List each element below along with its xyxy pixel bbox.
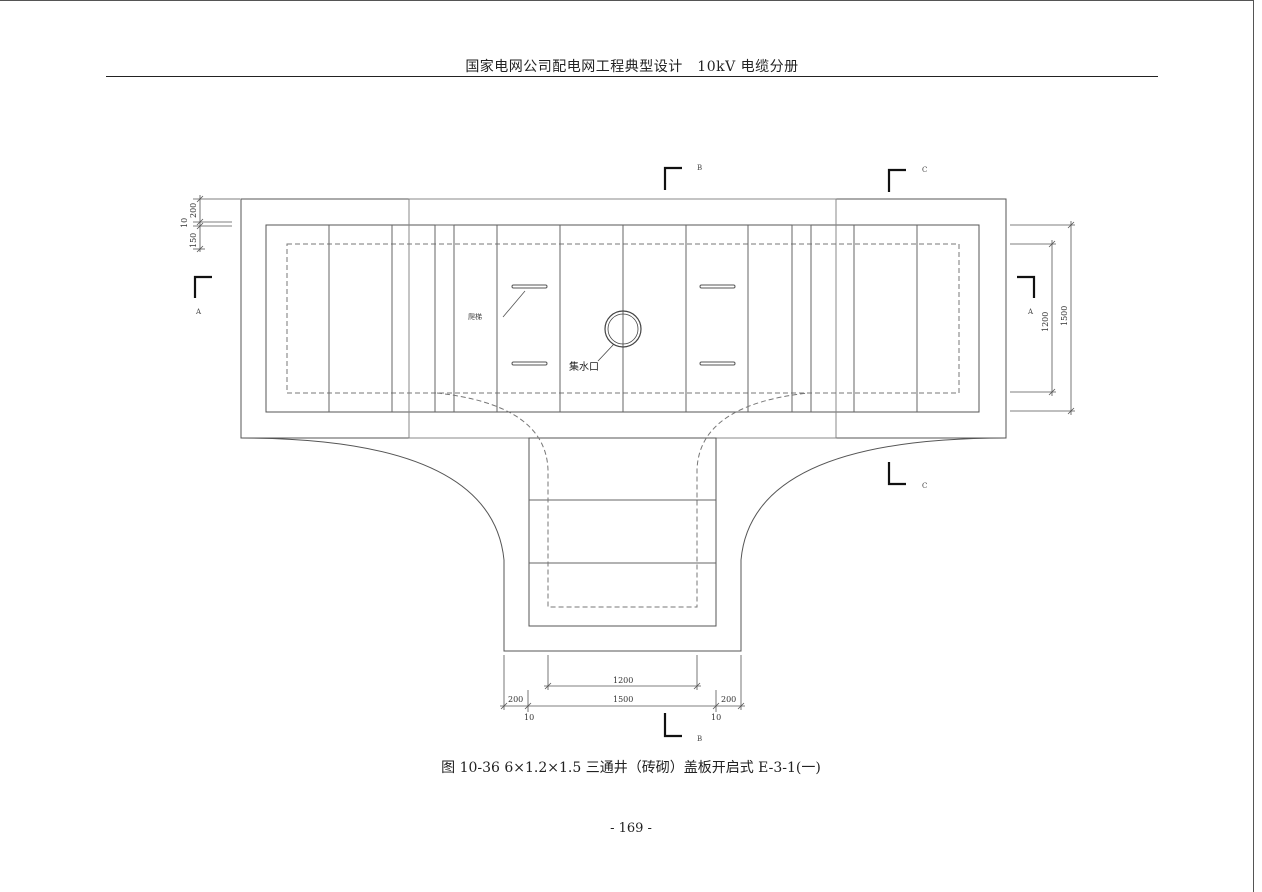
section-b-top-marker xyxy=(663,166,682,190)
section-b-bottom-marker xyxy=(663,713,682,738)
branch-dashed-outline xyxy=(436,392,809,608)
section-a-left-label: A xyxy=(195,308,202,316)
dim-bottom-10-right: 10 xyxy=(711,713,721,722)
sump-inner-icon xyxy=(607,313,639,345)
figure-caption: 图 10-36 6×1.2×1.5 三通井（砖砌）盖板开启式 E-3-1(一) xyxy=(441,760,821,776)
sump-label: 集水口 xyxy=(569,360,599,373)
section-a-left-marker xyxy=(193,275,212,298)
page-border-top xyxy=(0,0,1254,1)
well-outline xyxy=(240,198,1007,652)
section-c-top-marker xyxy=(887,168,906,192)
section-a-right-marker xyxy=(1017,275,1036,298)
dim-left-150: 150 xyxy=(189,233,198,248)
page-border-right xyxy=(1253,0,1254,892)
dim-left-10: 10 xyxy=(180,218,189,228)
dim-left-200: 200 xyxy=(189,203,198,218)
sump-outer-icon xyxy=(604,310,642,348)
section-b-bottom-label: B xyxy=(697,735,702,743)
dim-bottom-10-left: 10 xyxy=(524,713,534,722)
dim-right-1500: 1500 xyxy=(1060,306,1069,326)
bottom-dimension-lines xyxy=(500,655,745,712)
section-a-right-label: A xyxy=(1027,308,1034,316)
branch-inner-wall xyxy=(528,437,717,627)
header-rule xyxy=(106,76,1158,77)
ladder-rungs xyxy=(511,284,736,366)
dim-right-1200: 1200 xyxy=(1041,312,1050,332)
section-c-bottom-marker xyxy=(887,462,906,486)
branch-outer-wall xyxy=(240,437,1007,652)
left-dimension-lines xyxy=(193,195,240,253)
section-b-top-label: B xyxy=(697,164,702,172)
ladder-note: 爬梯 xyxy=(468,312,482,321)
dim-bottom-1200: 1200 xyxy=(613,676,633,685)
cover-plate-divisions xyxy=(328,224,918,412)
dim-bottom-1500: 1500 xyxy=(613,695,633,704)
section-c-bottom-label: C xyxy=(922,482,927,490)
page-header: 国家电网公司配电网工程典型设计 10kV 电缆分册 xyxy=(465,59,799,75)
section-c-top-label: C xyxy=(922,166,927,174)
dim-bottom-200-left: 200 xyxy=(508,695,523,704)
dim-bottom-200-right: 200 xyxy=(721,695,736,704)
section-markers xyxy=(193,166,1036,738)
page-number: - 169 - xyxy=(610,821,652,836)
right-dimension-lines xyxy=(1010,221,1075,415)
